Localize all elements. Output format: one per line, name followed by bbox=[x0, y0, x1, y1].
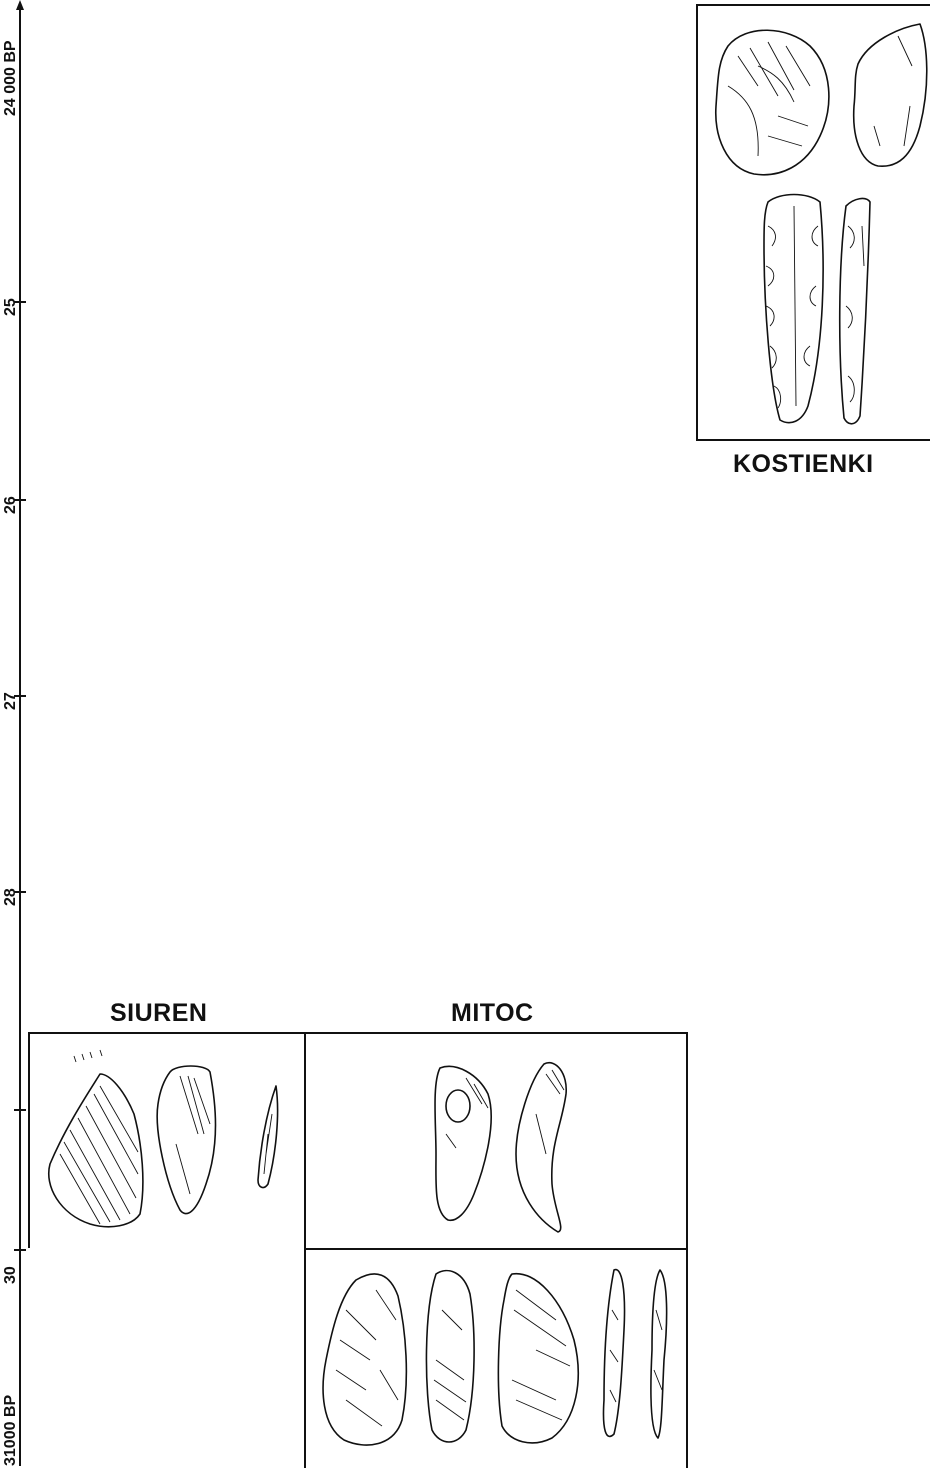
mitoc-lower-panel bbox=[304, 1248, 688, 1468]
core-profile-hatching bbox=[434, 1310, 466, 1420]
blade-drawing bbox=[764, 195, 823, 423]
siuren-panel bbox=[28, 1032, 306, 1250]
point-profile-drawing bbox=[651, 1270, 667, 1438]
burin-profile-drawing bbox=[157, 1066, 215, 1214]
endscraper-drawing bbox=[716, 30, 829, 175]
mitoc-lower-artifacts bbox=[306, 1250, 690, 1470]
blade-profile-retouch bbox=[846, 226, 864, 402]
blade-profile-drawing bbox=[840, 199, 870, 424]
core-profile-drawing bbox=[426, 1271, 474, 1442]
axis-arrowhead bbox=[16, 0, 24, 10]
core-reverse-drawing bbox=[498, 1274, 578, 1443]
kostienki-panel bbox=[696, 4, 930, 441]
tick-label-26: 26 bbox=[2, 496, 20, 514]
flake-drawing bbox=[435, 1066, 491, 1220]
siuren-artifacts bbox=[30, 1034, 308, 1252]
mitoc-upper-panel bbox=[304, 1032, 688, 1250]
burin-profile-hatching bbox=[176, 1076, 210, 1194]
burin-spall-marks bbox=[74, 1050, 102, 1062]
tick-label-24000bp: 24 000 BP bbox=[2, 40, 20, 116]
endscraper-hatching bbox=[728, 42, 810, 156]
burin-hatching bbox=[60, 1086, 138, 1224]
core-hatching bbox=[336, 1290, 398, 1426]
flake-profile-hatching bbox=[536, 1070, 564, 1154]
point-profile-hatching bbox=[654, 1310, 662, 1390]
tick-label-25: 25 bbox=[2, 298, 20, 316]
site-label-siuren: SIUREN bbox=[110, 999, 207, 1028]
mitoc-upper-artifacts bbox=[306, 1034, 690, 1252]
flake-scar bbox=[446, 1090, 470, 1122]
endscraper-profile-drawing bbox=[854, 24, 927, 166]
point-hatching bbox=[610, 1310, 618, 1402]
endscraper-profile-hatching bbox=[874, 36, 912, 146]
blade-retouch bbox=[766, 206, 818, 408]
flake-hatching bbox=[446, 1078, 488, 1148]
core-drawing bbox=[323, 1274, 406, 1445]
tick-label-31000bp: 31000 BP bbox=[2, 1395, 20, 1466]
flake-profile-drawing bbox=[516, 1063, 566, 1232]
site-label-mitoc: MITOC bbox=[451, 999, 534, 1028]
tick-label-30: 30 bbox=[2, 1266, 20, 1284]
site-label-kostienki: KOSTIENKI bbox=[733, 450, 874, 479]
tick-label-28: 28 bbox=[2, 888, 20, 906]
kostienki-artifacts bbox=[698, 6, 930, 443]
tick-label-27: 27 bbox=[2, 692, 20, 710]
point-drawing bbox=[603, 1270, 624, 1437]
siuren-lower-empty bbox=[28, 1248, 306, 1468]
